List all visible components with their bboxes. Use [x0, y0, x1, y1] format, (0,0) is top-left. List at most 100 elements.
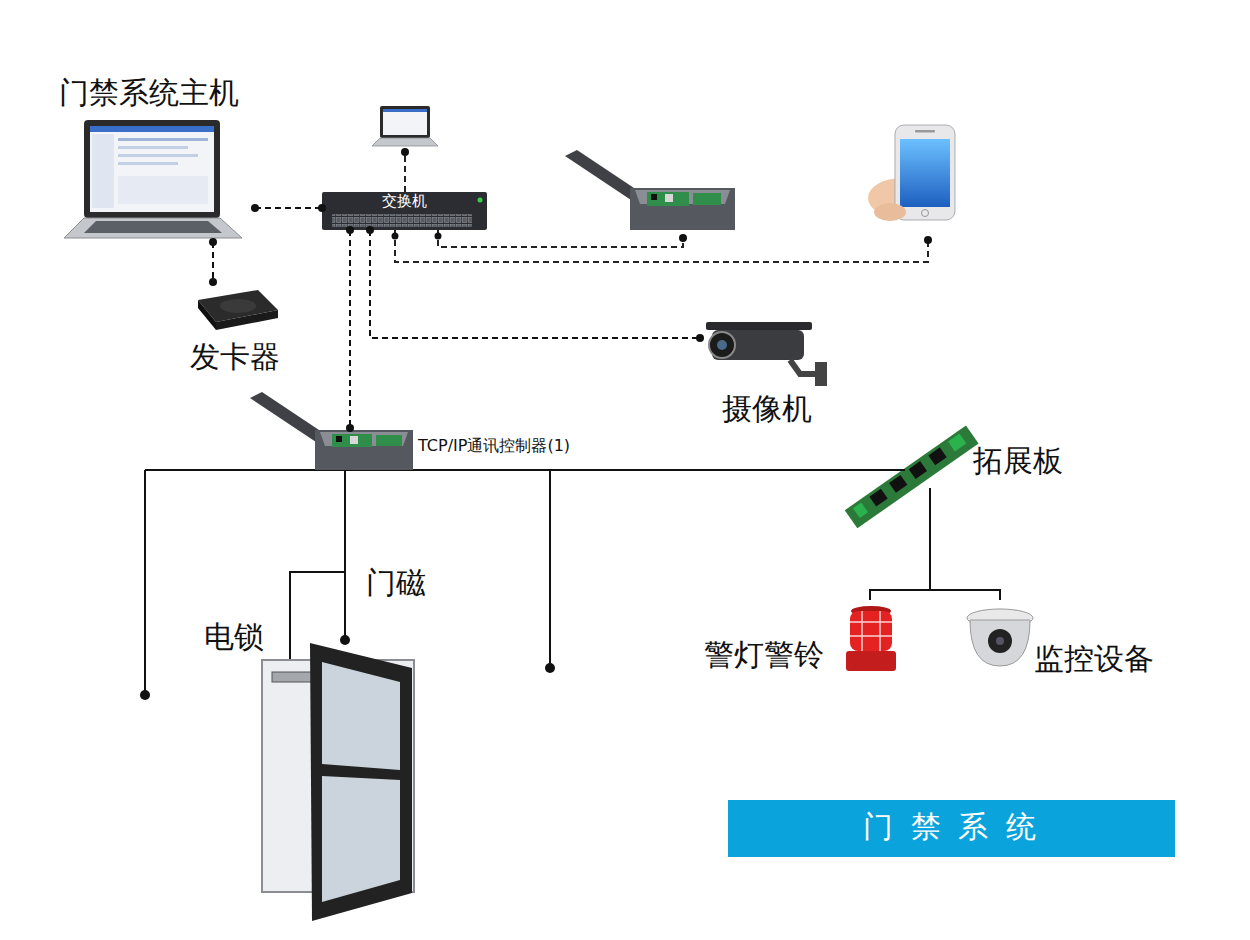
alarm-light-icon	[861, 611, 863, 651]
card-reader-icon	[220, 299, 256, 313]
network-wire	[404, 152, 406, 192]
controller-box-icon	[350, 436, 358, 444]
door-icon	[322, 776, 400, 902]
phone-icon	[874, 203, 906, 221]
node-label: 摄像机	[722, 392, 812, 427]
connector-line	[870, 488, 930, 600]
connector	[622, 470, 905, 471]
expansion-board: 拓展板	[905, 428, 1085, 488]
switch-icon	[478, 198, 483, 203]
laptop-icon	[372, 106, 438, 146]
controller-box-icon	[332, 434, 372, 447]
bus-wire	[144, 470, 146, 695]
camera-icon	[790, 360, 818, 374]
door-icon	[262, 643, 414, 921]
controller-box-icon	[651, 194, 657, 200]
host-computer: 门禁系统主机	[55, 76, 255, 242]
laptop-icon	[118, 162, 178, 165]
connector-dot	[696, 334, 704, 342]
node-label: 监控设备	[1034, 642, 1154, 677]
card-reader-icon	[198, 300, 216, 330]
dome-camera-icon	[970, 620, 1030, 666]
door-sensor-label: 门磁	[366, 566, 426, 601]
laptop-icon	[372, 138, 438, 146]
laptop-icon	[118, 176, 208, 204]
alarm-light-icon	[850, 611, 892, 651]
expansion-board-icon	[889, 475, 907, 493]
door-icon	[310, 643, 412, 921]
expansion-board-icon	[845, 425, 979, 528]
controller-box-icon	[336, 436, 342, 442]
connector	[930, 488, 1000, 600]
connector	[870, 488, 930, 600]
network-wire	[438, 230, 683, 247]
network-switch: 交换机	[322, 192, 487, 230]
laptop-icon	[84, 221, 222, 233]
camera-icon	[706, 322, 827, 386]
expansion-board-icon	[845, 425, 979, 528]
expansion-board-icon	[853, 502, 868, 518]
camera-icon	[815, 362, 827, 386]
connector-dot	[209, 278, 217, 286]
laptop-icon	[90, 126, 214, 212]
controller-box-icon	[315, 430, 413, 470]
camera-icon	[706, 322, 812, 330]
phone-icon	[895, 125, 955, 220]
alarm-light-icon	[846, 606, 896, 671]
dome-camera-icon	[967, 609, 1033, 666]
connector-line	[212, 242, 214, 282]
laptop-icon	[64, 120, 242, 238]
wire-dot	[435, 233, 442, 240]
switch-icon	[322, 192, 487, 230]
controller-box-icon	[693, 193, 721, 205]
wire-dot	[140, 690, 150, 700]
phone-icon	[868, 125, 955, 221]
phone-icon	[915, 130, 935, 133]
switch-icon	[322, 192, 487, 230]
laptop-icon	[383, 109, 427, 112]
wire-dot	[340, 635, 350, 645]
controller-box-icon	[376, 435, 402, 446]
laptop-icon	[118, 138, 208, 141]
switch-icon	[332, 214, 472, 227]
alarm-light-icon	[850, 621, 892, 623]
dome-camera-icon	[996, 637, 1004, 645]
connector-line	[622, 469, 905, 471]
connector-dot	[346, 424, 354, 432]
wire-dot	[401, 148, 409, 156]
alarm-light-icon	[879, 611, 881, 651]
expansion-board-icon	[948, 434, 966, 452]
wire-dot	[924, 236, 932, 244]
connector-dot	[318, 204, 326, 212]
laptop-icon	[90, 126, 214, 132]
expansion-board-icon	[928, 447, 946, 465]
connector	[346, 226, 354, 432]
controller-box-icon	[630, 188, 735, 230]
door-icon	[322, 662, 400, 770]
expansion-board-icon	[869, 489, 887, 507]
laptop-icon	[118, 146, 188, 149]
connector-dot	[366, 226, 374, 234]
card-reader-icon	[216, 310, 278, 330]
alarm-light-icon	[850, 611, 892, 651]
connector	[366, 226, 704, 342]
wire-dot	[679, 234, 687, 242]
card-reader-icon	[198, 290, 278, 330]
controller-box-icon	[320, 432, 408, 446]
camera-icon	[717, 340, 727, 350]
laptop-icon	[380, 106, 430, 138]
node-label: 交换机	[382, 193, 427, 210]
connector-dot	[346, 226, 354, 234]
title-band: 门 禁 系 统	[728, 800, 1175, 857]
controller: TCP/IP通讯控制器(1)	[250, 428, 622, 472]
expansion-board-icon	[909, 461, 927, 479]
connector	[209, 238, 217, 286]
connector-dot	[209, 238, 217, 246]
node-label: 发卡器	[190, 340, 280, 375]
controller-box-icon	[250, 392, 413, 470]
laptop-icon	[383, 109, 427, 135]
bus-wire	[344, 470, 346, 640]
wire-dot	[545, 663, 555, 673]
